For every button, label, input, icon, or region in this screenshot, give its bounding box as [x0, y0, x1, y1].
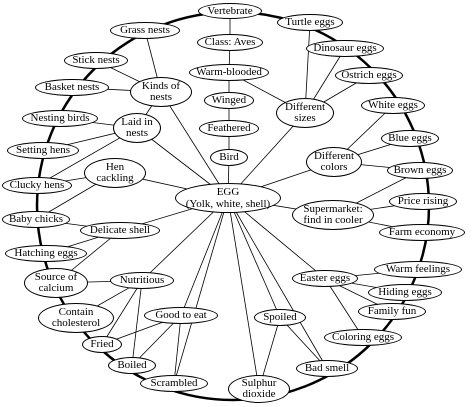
- link-nutritious-boiled: [131, 280, 143, 366]
- link-egg-bad-smell: [227, 197, 328, 369]
- node-grass-nests: Grass nests: [110, 22, 180, 39]
- node-source-of-calcium: Source of calcium: [24, 268, 88, 298]
- node-brown-eggs: Brown eggs: [387, 162, 453, 179]
- node-laid-in-nests: Laid in nests: [113, 113, 161, 143]
- link-nutritious-fried: [101, 280, 143, 345]
- node-class-aves: Class: Aves: [197, 34, 263, 51]
- node-farm-economy: Farm economy: [379, 224, 465, 241]
- link-egg-scrambled: [173, 197, 229, 384]
- node-baby-chicks: Baby chicks: [2, 211, 70, 228]
- node-sulphur-dioxide: Sulphur dioxide: [228, 375, 290, 403]
- link-egg-kinds-of-nests: [160, 91, 229, 199]
- link-egg-good-to-eat: [180, 197, 229, 316]
- node-kinds-of-nests: Kinds of nests: [130, 77, 192, 107]
- node-fried: Fried: [82, 336, 122, 353]
- node-contain-cholesterol: Contain cholesterol: [38, 303, 114, 333]
- link-egg-sulphur-dioxide: [227, 197, 260, 390]
- node-winged: Winged: [204, 92, 254, 109]
- node-hatching-eggs: Hatching eggs: [5, 245, 87, 262]
- node-bird: Bird: [210, 149, 248, 166]
- link-easter-eggs-coloring-eggs: [324, 278, 364, 338]
- node-dinosaur-eggs: Dinosaur eggs: [306, 40, 384, 57]
- node-feathered: Feathered: [199, 120, 259, 137]
- node-delicate-shell: Delicate shell: [80, 222, 160, 239]
- node-boiled: Boiled: [108, 357, 156, 374]
- node-supermarket: Supermarket: find in cooler: [292, 200, 374, 230]
- node-warm-blooded: Warm-blooded: [189, 64, 269, 81]
- node-scrambled: Scrambled: [140, 375, 208, 392]
- node-warm-feelings: Warm feelings: [374, 261, 462, 278]
- node-clucky-hens: Clucky hens: [2, 177, 72, 194]
- node-vertebrate: Vertebrate: [198, 3, 262, 19]
- link-good-to-eat-scrambled: [173, 315, 182, 384]
- node-blue-eggs: Blue eggs: [381, 130, 439, 147]
- node-easter-eggs: Easter eggs: [292, 270, 358, 287]
- node-price-rising: Price rising: [389, 193, 457, 210]
- node-different-colors: Different colors: [306, 147, 362, 177]
- node-stick-nests: Stick nests: [64, 52, 128, 69]
- node-bad-smell: Bad smell: [296, 360, 358, 377]
- node-egg: EGG (Yolk, white, shell): [175, 183, 281, 213]
- node-basket-nests: Basket nests: [35, 79, 109, 96]
- link-different-sizes-turtle-eggs: [304, 22, 311, 114]
- node-hen-cackling: Hen cackling: [84, 158, 146, 188]
- node-spoiled: Spoiled: [254, 309, 306, 326]
- node-nutritious: Nutritious: [110, 272, 174, 289]
- node-ostrich-eggs: Ostrich eggs: [335, 67, 403, 84]
- node-family-fun: Family fun: [358, 303, 426, 320]
- node-good-to-eat: Good to eat: [144, 307, 218, 324]
- node-coloring-eggs: Coloring eggs: [324, 329, 402, 346]
- node-hiding-eggs: Hiding eggs: [368, 284, 442, 301]
- node-setting-hens: Setting hens: [7, 142, 79, 159]
- node-nesting-birds: Nesting birds: [22, 110, 98, 127]
- node-different-sizes: Different sizes: [276, 98, 334, 128]
- node-turtle-eggs: Turtle eggs: [277, 14, 343, 31]
- link-egg-spoiled: [227, 197, 281, 318]
- node-white-eggs: White eggs: [361, 97, 425, 114]
